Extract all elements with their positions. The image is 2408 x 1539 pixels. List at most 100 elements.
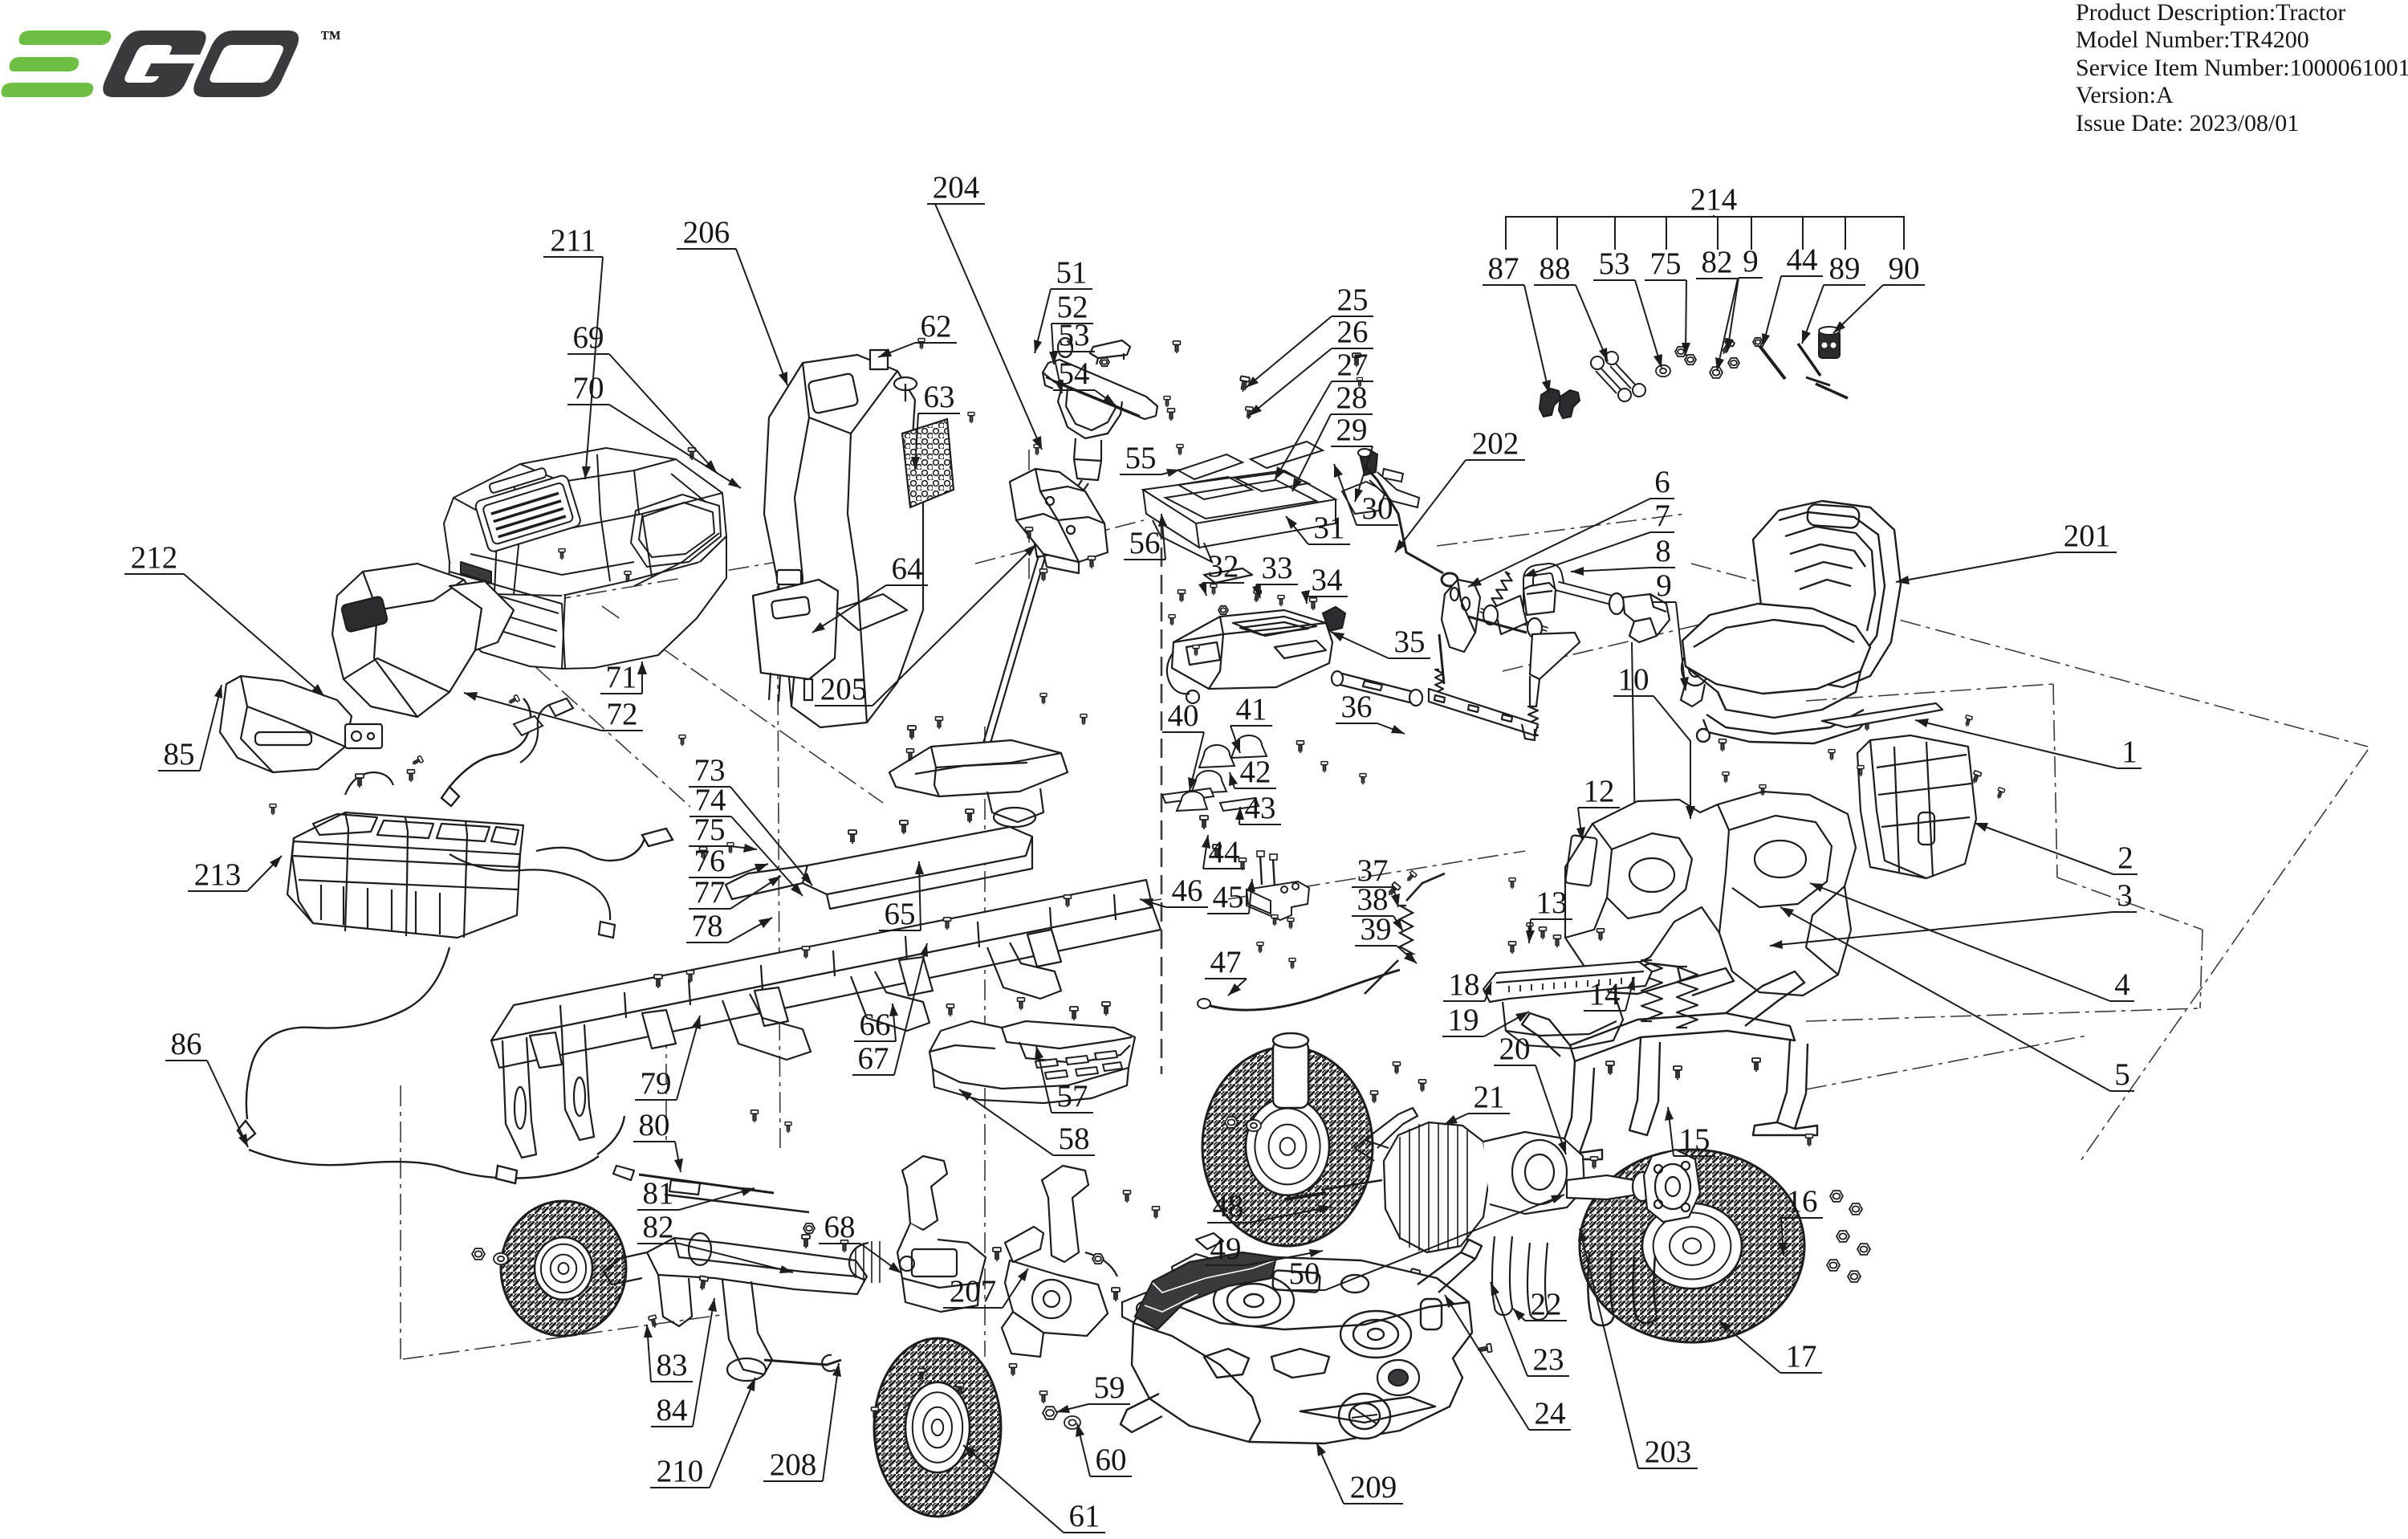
svg-text:40: 40 bbox=[1168, 698, 1199, 733]
svg-text:84: 84 bbox=[657, 1393, 688, 1427]
svg-text:45: 45 bbox=[1213, 880, 1244, 914]
svg-text:32: 32 bbox=[1208, 549, 1239, 584]
svg-text:34: 34 bbox=[1312, 563, 1343, 597]
svg-text:Model Number:TR4200: Model Number:TR4200 bbox=[2076, 26, 2309, 53]
svg-text:212: 212 bbox=[131, 540, 178, 575]
svg-text:214: 214 bbox=[1690, 182, 1738, 217]
svg-text:25: 25 bbox=[1337, 283, 1369, 317]
svg-text:9: 9 bbox=[1656, 568, 1672, 603]
svg-text:73: 73 bbox=[694, 753, 726, 788]
svg-text:71: 71 bbox=[606, 660, 637, 694]
svg-text:20: 20 bbox=[1499, 1032, 1531, 1066]
svg-text:49: 49 bbox=[1210, 1232, 1242, 1266]
svg-text:3: 3 bbox=[2117, 878, 2133, 913]
svg-text:211: 211 bbox=[550, 223, 596, 258]
svg-text:82: 82 bbox=[1702, 245, 1733, 279]
svg-text:76: 76 bbox=[694, 844, 726, 878]
svg-text:47: 47 bbox=[1210, 945, 1242, 979]
svg-text:Issue Date: 2023/08/01: Issue Date: 2023/08/01 bbox=[2076, 110, 2299, 136]
svg-text:72: 72 bbox=[607, 697, 638, 731]
svg-text:89: 89 bbox=[1829, 251, 1861, 286]
svg-text:21: 21 bbox=[1474, 1080, 1505, 1114]
svg-text:85: 85 bbox=[164, 737, 195, 772]
svg-text:33: 33 bbox=[1262, 551, 1293, 585]
svg-text:31: 31 bbox=[1314, 511, 1345, 545]
svg-text:28: 28 bbox=[1336, 381, 1368, 415]
svg-text:213: 213 bbox=[194, 857, 242, 892]
svg-text:46: 46 bbox=[1172, 873, 1203, 908]
svg-text:43: 43 bbox=[1245, 791, 1276, 825]
svg-text:80: 80 bbox=[639, 1108, 670, 1142]
svg-text:75: 75 bbox=[694, 812, 726, 847]
svg-text:17: 17 bbox=[1786, 1339, 1817, 1374]
svg-text:36: 36 bbox=[1341, 690, 1373, 724]
svg-text:74: 74 bbox=[695, 783, 726, 817]
svg-text:8: 8 bbox=[1655, 534, 1671, 568]
svg-text:10: 10 bbox=[1618, 662, 1649, 697]
svg-text:41: 41 bbox=[1236, 692, 1267, 727]
svg-text:83: 83 bbox=[657, 1348, 688, 1382]
svg-text:55: 55 bbox=[1125, 441, 1157, 475]
svg-text:70: 70 bbox=[573, 371, 604, 405]
svg-text:42: 42 bbox=[1240, 755, 1271, 789]
svg-text:Version:A: Version:A bbox=[2076, 82, 2174, 108]
svg-text:37: 37 bbox=[1357, 853, 1389, 888]
svg-text:Service Item Number:1000061001: Service Item Number:1000061001S01 bbox=[2076, 55, 2408, 81]
svg-text:1: 1 bbox=[2121, 735, 2138, 769]
svg-text:44: 44 bbox=[1209, 835, 1240, 869]
svg-text:69: 69 bbox=[573, 320, 604, 355]
svg-text:53: 53 bbox=[1599, 246, 1630, 281]
svg-text:66: 66 bbox=[860, 1008, 891, 1042]
svg-text:™: ™ bbox=[320, 26, 341, 50]
svg-text:56: 56 bbox=[1129, 526, 1161, 560]
svg-text:210: 210 bbox=[657, 1454, 704, 1488]
svg-text:52: 52 bbox=[1057, 290, 1088, 324]
svg-text:64: 64 bbox=[892, 552, 923, 586]
svg-text:51: 51 bbox=[1056, 255, 1088, 290]
svg-text:65: 65 bbox=[885, 897, 916, 931]
svg-text:13: 13 bbox=[1536, 886, 1568, 920]
svg-text:57: 57 bbox=[1057, 1079, 1088, 1114]
svg-text:78: 78 bbox=[692, 909, 723, 943]
svg-text:27: 27 bbox=[1337, 348, 1369, 382]
svg-text:9: 9 bbox=[1743, 244, 1759, 279]
svg-text:48: 48 bbox=[1213, 1189, 1244, 1223]
svg-text:59: 59 bbox=[1094, 1370, 1125, 1405]
svg-text:14: 14 bbox=[1589, 977, 1621, 1012]
svg-text:79: 79 bbox=[641, 1066, 672, 1101]
svg-text:26: 26 bbox=[1337, 315, 1369, 349]
svg-text:62: 62 bbox=[921, 309, 952, 344]
svg-text:19: 19 bbox=[1448, 1003, 1479, 1037]
svg-text:209: 209 bbox=[1350, 1470, 1397, 1504]
svg-text:35: 35 bbox=[1394, 625, 1426, 659]
svg-text:12: 12 bbox=[1584, 774, 1615, 808]
svg-text:90: 90 bbox=[1889, 251, 1920, 286]
svg-text:87: 87 bbox=[1488, 251, 1519, 286]
svg-text:Product Description:Tractor: Product Description:Tractor bbox=[2076, 0, 2345, 26]
svg-text:86: 86 bbox=[171, 1027, 202, 1061]
svg-text:61: 61 bbox=[1069, 1499, 1100, 1533]
svg-text:16: 16 bbox=[1787, 1184, 1818, 1219]
svg-text:202: 202 bbox=[1472, 426, 1519, 461]
svg-text:207: 207 bbox=[950, 1274, 997, 1309]
svg-text:77: 77 bbox=[694, 875, 726, 910]
svg-text:88: 88 bbox=[1540, 251, 1571, 286]
svg-text:203: 203 bbox=[1645, 1435, 1692, 1469]
svg-text:82: 82 bbox=[643, 1210, 674, 1244]
svg-text:53: 53 bbox=[1059, 318, 1090, 352]
svg-text:60: 60 bbox=[1096, 1443, 1127, 1477]
svg-text:22: 22 bbox=[1531, 1287, 1562, 1321]
svg-text:75: 75 bbox=[1650, 246, 1682, 281]
svg-text:4: 4 bbox=[2114, 967, 2130, 1002]
svg-text:15: 15 bbox=[1679, 1122, 1710, 1157]
svg-text:204: 204 bbox=[933, 170, 980, 205]
svg-text:39: 39 bbox=[1361, 912, 1392, 947]
svg-text:206: 206 bbox=[683, 215, 730, 250]
svg-text:81: 81 bbox=[643, 1176, 674, 1211]
svg-text:58: 58 bbox=[1059, 1122, 1090, 1156]
svg-text:18: 18 bbox=[1449, 967, 1480, 1002]
svg-text:2: 2 bbox=[2117, 841, 2133, 875]
svg-text:67: 67 bbox=[858, 1041, 889, 1076]
svg-text:5: 5 bbox=[2114, 1057, 2130, 1092]
svg-text:63: 63 bbox=[924, 380, 955, 414]
